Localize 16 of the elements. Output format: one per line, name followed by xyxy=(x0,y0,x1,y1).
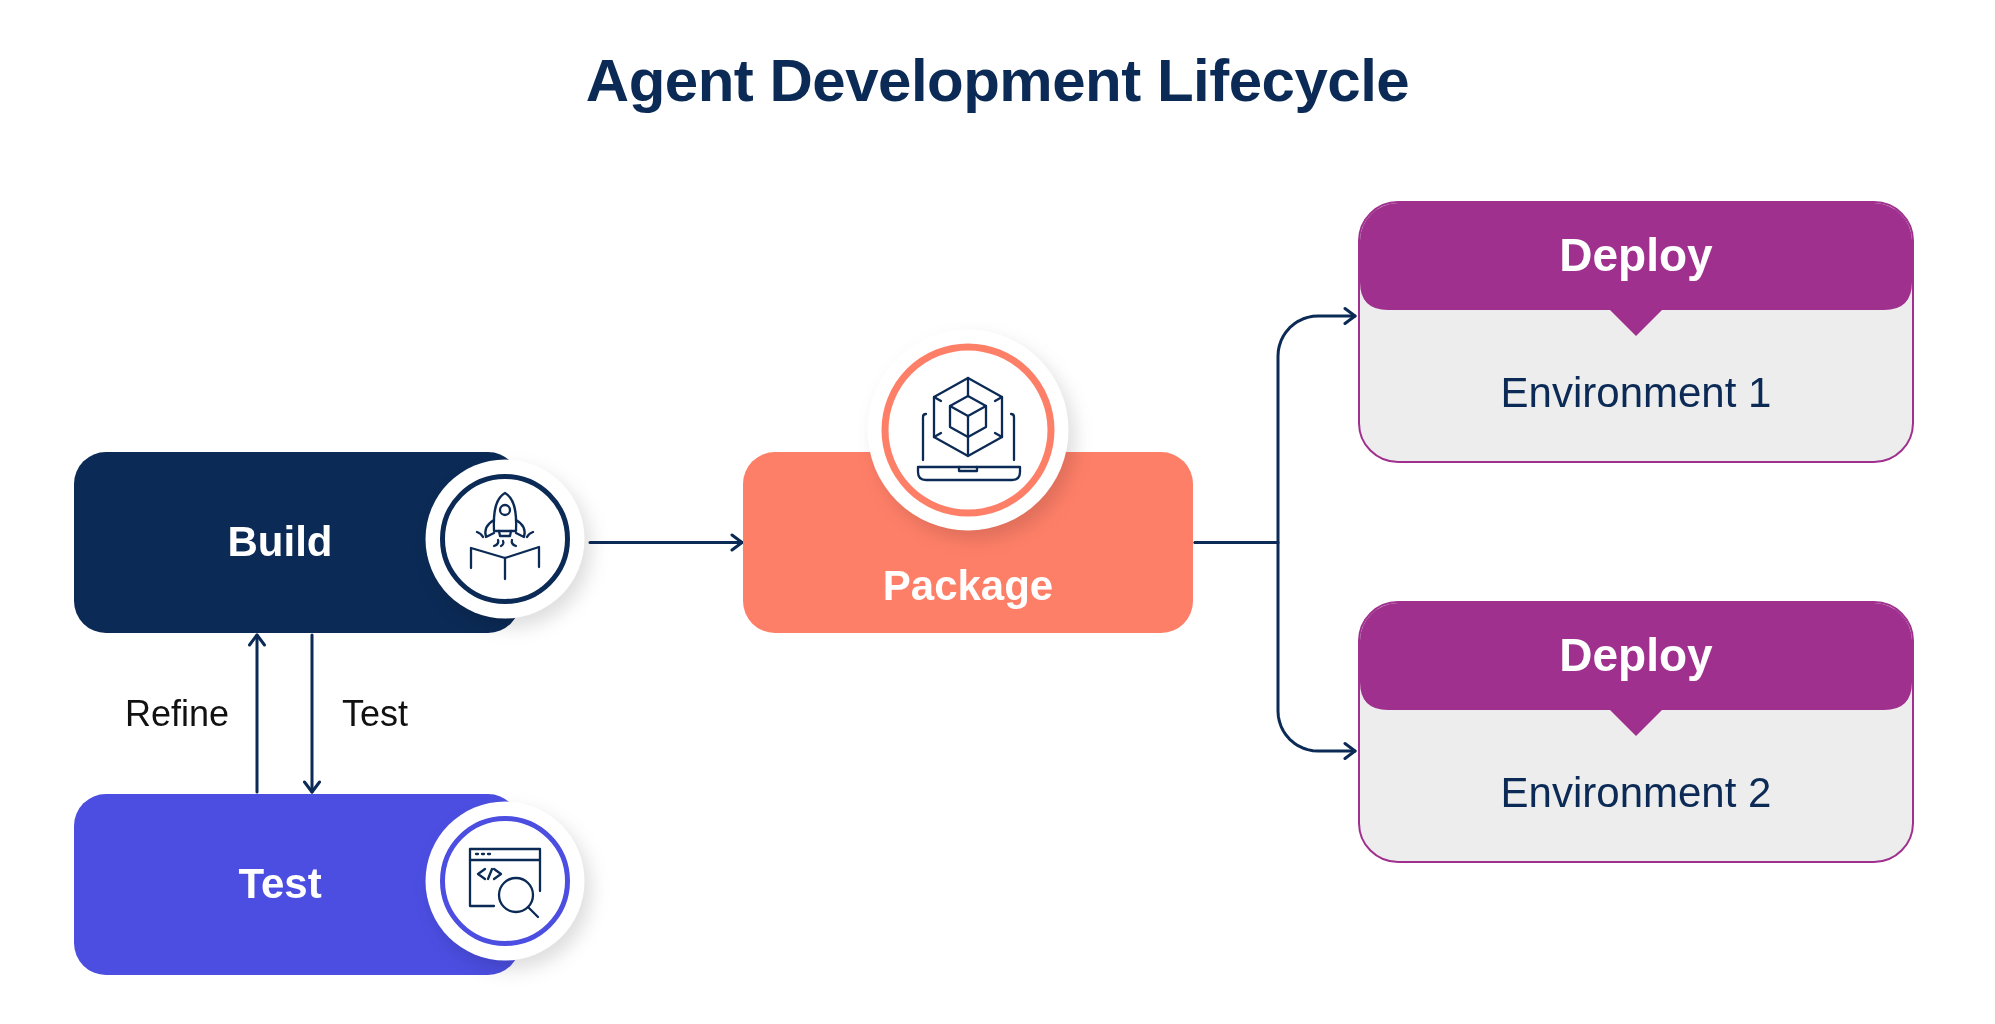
arrow xyxy=(588,533,744,552)
arrow xyxy=(248,633,266,794)
diagram-title: Agent Development Lifecycle xyxy=(585,48,1410,114)
node-label: Build xyxy=(227,518,333,567)
card-text: Environment 2 xyxy=(1500,769,1772,818)
arrow xyxy=(303,633,321,794)
card-heading: Deploy xyxy=(1559,229,1713,282)
arrow xyxy=(1193,541,1357,760)
deploy-card xyxy=(1358,201,1914,463)
node-label: Package xyxy=(882,561,1054,611)
card-heading: Deploy xyxy=(1559,629,1713,682)
edge-label: Test xyxy=(342,692,409,735)
card-text: Environment 1 xyxy=(1500,369,1772,418)
deploy-card xyxy=(1358,601,1914,863)
edge-label: Refine xyxy=(124,692,229,735)
node-label: Test xyxy=(238,860,322,909)
